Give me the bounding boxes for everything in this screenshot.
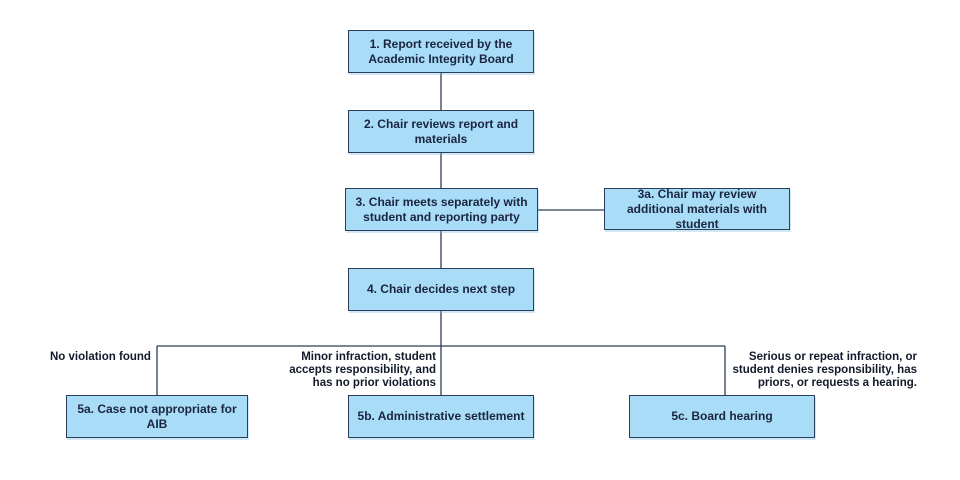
branch-a-label: No violation found <box>50 351 151 363</box>
step-3-box: 3. Chair meets separately with student a… <box>345 188 538 231</box>
step-3a-text: 3a. Chair may review additional material… <box>626 186 768 231</box>
step-5b-text: 5b. Administrative settlement <box>357 409 525 423</box>
step-5b-box: 5b. Administrative settlement <box>348 395 534 438</box>
step-3a-box: 3a. Chair may review additional material… <box>604 186 790 231</box>
step-4-box: 4. Chair decides next step <box>348 268 534 311</box>
step-1-text: 1. Report received by the Academic Integ… <box>368 36 514 66</box>
step-2-box: 2. Chair reviews report and materials <box>348 110 534 153</box>
step-5c-box: 5c. Board hearing <box>629 395 815 438</box>
step-5c-text: 5c. Board hearing <box>671 409 773 423</box>
step-2-text: 2. Chair reviews report and materials <box>363 116 519 146</box>
step-3-text: 3. Chair meets separately with student a… <box>355 194 528 224</box>
step-5a-box: 5a. Case not appropriate for AIB <box>66 395 248 438</box>
step-4-text: 4. Chair decides next step <box>366 282 516 296</box>
branch-c-label: Serious or repeat infraction, or student… <box>732 351 917 389</box>
step-5a-text: 5a. Case not appropriate for AIB <box>77 401 237 431</box>
step-1-box: 1. Report received by the Academic Integ… <box>348 30 534 73</box>
branch-b-label: Minor infraction, student accepts respon… <box>289 351 436 389</box>
